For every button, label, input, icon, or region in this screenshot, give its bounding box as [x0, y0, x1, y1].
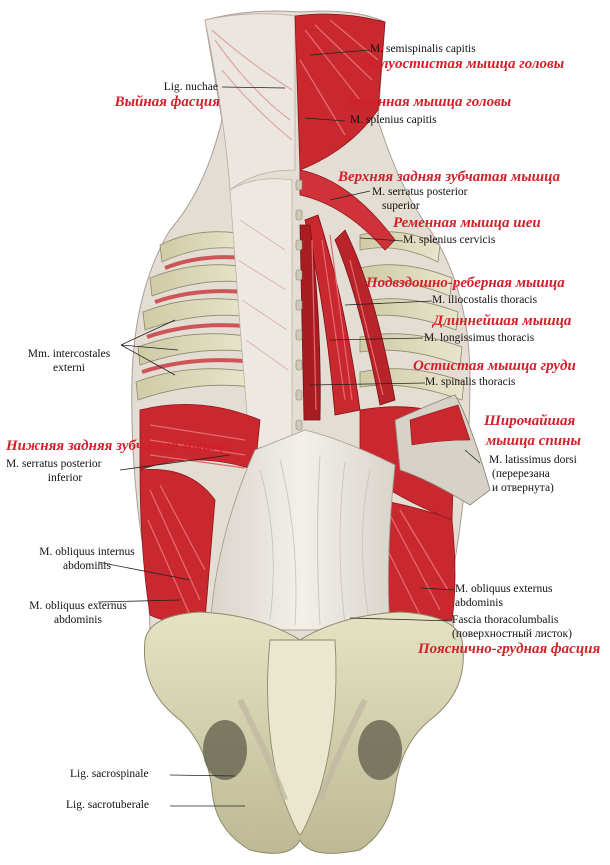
splenius-cervicis-label-ru: Ременная мышца шеи: [393, 215, 541, 231]
splenius-cervicis-label-latin: M. splenius cervicis: [403, 234, 496, 246]
serratus-inferior-label-ru: Нижняя задняя зубчатая мышца: [6, 438, 231, 454]
latissimus-label-latin-3: и отвернута): [492, 482, 554, 494]
fascia-thoracolumbalis-label-latin-1: Fascia thoracolumbalis: [452, 614, 559, 626]
obliquus-externus-right-label-latin-1: M. obliquus externus: [455, 583, 553, 595]
splenius-capitis-muscle: [294, 13, 386, 171]
leader-lines: [97, 49, 481, 807]
nuchal-fascia-label-ru: Выйная фасция: [114, 94, 220, 110]
serratus-inferior-label-latin-1: M. serratus posterior: [6, 458, 102, 470]
latissimus-label-latin-2: (перерезана: [492, 468, 550, 480]
longissimus-label-ru: Длиннейшая мышца: [433, 313, 572, 329]
obliquus-externus-right-label-latin-2: abdominis: [455, 597, 503, 609]
splenius-capitis-label-latin: M. splenius capitis: [350, 114, 437, 126]
lig-sacrospinale-label-latin: Lig. sacrospinale: [70, 768, 149, 780]
fascia-thoracolumbalis-label-ru: Пояснично-грудная фасция: [418, 641, 601, 657]
latissimus-label-ru-2: мышца спины: [486, 433, 581, 449]
intercostales-label-latin-2: externi: [53, 362, 85, 374]
lig-nuchae-label-latin: Lig. nuchae: [163, 81, 218, 93]
iliocostalis-label-ru: Подвздошно-реберная мышца: [366, 275, 565, 291]
iliocostalis-label-latin: M. iliocostalis thoracis: [432, 294, 538, 306]
obliquus-internus-label-latin-2: abdominis: [63, 560, 111, 572]
fascia-thoracolumbalis-label-latin-2: (поверхностный листок): [452, 628, 572, 640]
obliquus-internus-label-latin-1: M. obliquus internus: [39, 546, 135, 558]
latissimus-label-latin-1: M. latissimus dorsi: [489, 454, 577, 466]
serratus-superior-label-ru: Верхняя задняя зубчатая мышца: [338, 169, 560, 185]
spinalis-label-ru: Остистая мышца груди: [413, 358, 576, 374]
spinalis-label-latin: M. spinalis thoracis: [425, 376, 516, 388]
serratus-superior-label-latin-1: M. serratus posterior: [372, 186, 468, 198]
right-obturator-foramen: [358, 720, 402, 780]
thoracolumbar-fascia: [209, 429, 396, 631]
serratus-posterior-superior-muscle: [299, 169, 396, 251]
left-obturator-foramen: [203, 720, 247, 780]
intercostales-label-latin-1: Mm. intercostales: [27, 348, 111, 360]
splenius-capitis-label-ru: Ременная мышца головы: [346, 94, 512, 110]
iliocostalis-muscle: [334, 229, 396, 406]
serratus-inferior-label-latin-2: inferior: [47, 472, 83, 484]
latissimus-label-ru-1: Широчайшая: [484, 413, 576, 429]
sacrum: [267, 639, 337, 836]
lig-sacrotuberale-label-latin: Lig. sacrotuberale: [66, 799, 150, 811]
longissimus-label-latin: M. longissimus thoracis: [424, 332, 535, 344]
obliquus-externus-left-label-latin-1: M. obliquus externus: [29, 600, 127, 612]
serratus-superior-label-latin-2: superior: [382, 200, 420, 212]
obliquus-externus-left-label-latin-2: abdominis: [54, 614, 102, 626]
semispinalis-capitis-label-latin: M. semispinalis capitis: [370, 43, 476, 55]
serratus-posterior-inferior-muscle: [139, 404, 261, 471]
semispinalis-capitis-label-ru: Полуостистая мышца головы: [362, 56, 565, 72]
